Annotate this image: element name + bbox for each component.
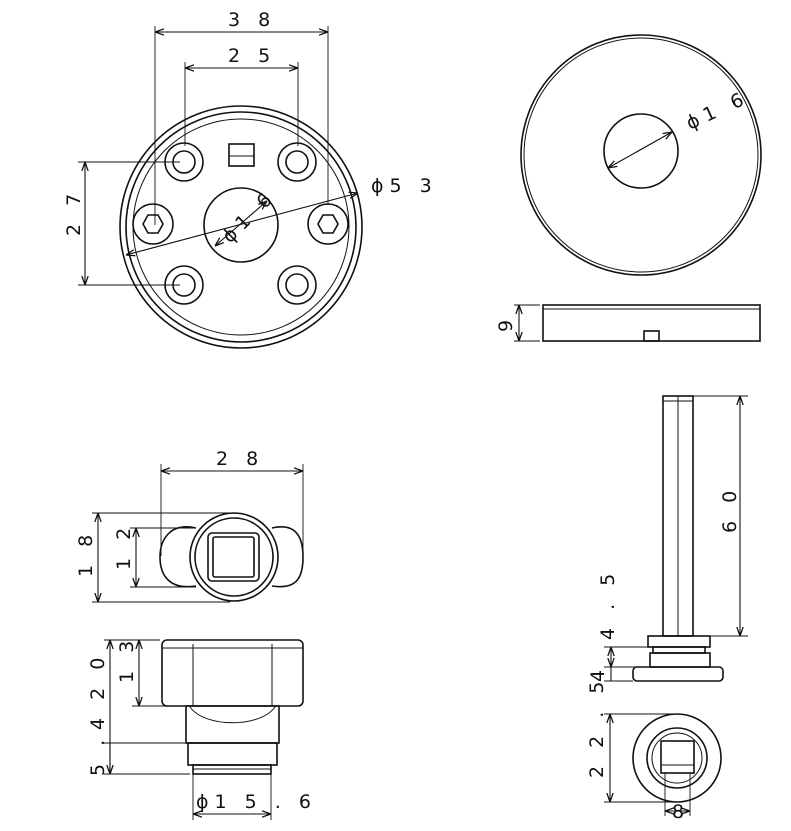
knob-top-view: 2 8 1 8 1 2 <box>75 448 304 603</box>
knob-inner-ring <box>194 517 274 597</box>
knob-wing-right <box>271 526 304 588</box>
spindle-flange <box>632 666 724 682</box>
knob-outer-ring <box>189 512 279 602</box>
dim-width-inner: 2 5 <box>228 45 276 67</box>
round-cover-view: ϕ1 6 <box>520 34 762 276</box>
dim-knob-width: 2 8 <box>216 448 264 470</box>
face-plate-view: ϕ5 3 ϕ1 6 3 8 2 5 2 7 <box>63 9 438 349</box>
cover-side-view: 9 <box>495 304 761 342</box>
spindle-end-square <box>660 740 695 774</box>
dim-knob-total-height: 4 2 0 <box>87 652 109 730</box>
dim-height: 2 7 <box>63 188 85 236</box>
cover-side-notch <box>643 330 660 342</box>
knob-side-view: 4 2 0 1 3 5 . ϕ1 5 . 6 <box>87 635 317 820</box>
dim-shaft-length: 6 0 <box>719 485 741 533</box>
knob-square-inner <box>212 536 255 578</box>
square-notch <box>228 143 255 167</box>
dim-knob-base-diameter: ϕ1 5 . 6 <box>196 791 317 813</box>
spindle-step <box>652 646 706 654</box>
dim-outer-diameter: ϕ5 3 <box>371 175 438 197</box>
knob-base <box>187 742 278 766</box>
hex-screw-left <box>132 203 174 245</box>
hex-screw-right <box>307 203 349 245</box>
screw-hole-top-right <box>277 142 317 182</box>
cover-outer-circle <box>520 34 762 276</box>
dim-knob-height-inner: 1 2 <box>113 522 135 570</box>
cover-center-hole <box>603 113 679 189</box>
dim-knob-cap-height: 1 3 <box>116 635 138 683</box>
dim-cover-diameter: ϕ1 6 <box>683 86 753 134</box>
dim-knob-height-outer: 1 8 <box>75 529 97 577</box>
cover-side-body <box>542 304 761 342</box>
spindle-neck <box>649 652 711 668</box>
plate-outer-circle <box>119 105 363 349</box>
dim-collar: 4 . 5 <box>597 568 619 640</box>
screw-hole-bottom-right <box>277 265 317 305</box>
dim-end-square: 8 <box>672 801 690 823</box>
spindle-end-view: 2 2 . 5 8 <box>586 676 722 823</box>
spindle-side-view: 6 0 4 . 5 4 <box>587 395 748 682</box>
dim-width-outer: 3 8 <box>228 9 276 31</box>
cover-outer-circle-inner <box>523 37 759 273</box>
dim-knob-bottom: 5 . <box>87 734 109 776</box>
knob-square-outer <box>207 532 260 582</box>
dim-thickness: 9 <box>495 314 517 332</box>
knob-neck <box>185 705 280 744</box>
dim-end-diameter: 2 2 . 5 <box>586 676 608 778</box>
cover-diameter-line <box>608 132 672 168</box>
spindle-end-ring <box>646 727 708 789</box>
knob-cap <box>161 639 304 707</box>
spindle-collar <box>647 635 711 648</box>
dim-flange: 4 <box>587 664 609 682</box>
